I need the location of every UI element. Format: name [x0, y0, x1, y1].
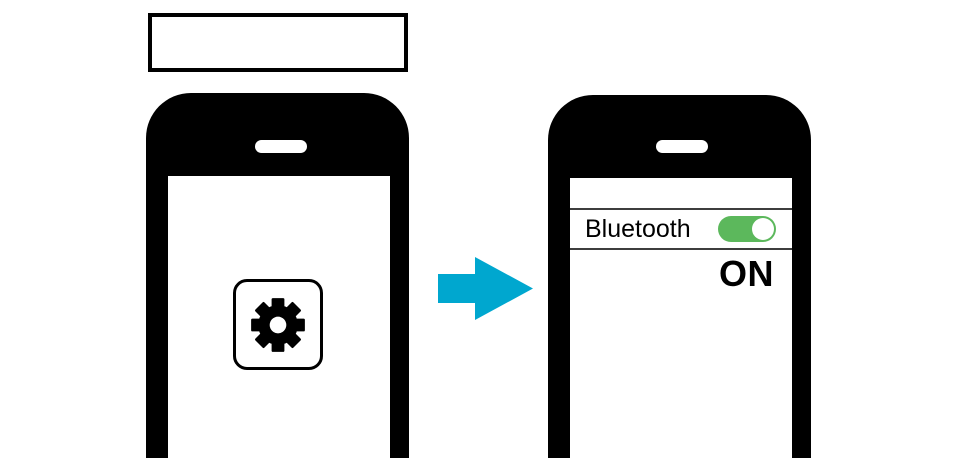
bluetooth-row: Bluetooth	[570, 210, 792, 248]
gear-icon	[246, 293, 310, 357]
settings-app-icon[interactable]	[233, 279, 323, 370]
divider-line	[570, 248, 792, 250]
left-phone	[146, 93, 409, 458]
divider-line	[570, 208, 792, 210]
caption-box	[148, 13, 408, 72]
bluetooth-toggle[interactable]	[718, 216, 776, 242]
speaker-slot-icon	[656, 140, 708, 153]
bluetooth-label: Bluetooth	[585, 214, 691, 243]
speaker-slot-icon	[255, 140, 307, 153]
bluetooth-status-text: ON	[719, 253, 774, 294]
arrow-right-icon	[438, 257, 533, 320]
left-phone-screen	[168, 176, 390, 458]
toggle-knob	[752, 218, 774, 240]
right-phone: Bluetooth ON	[548, 95, 811, 458]
right-phone-screen: Bluetooth ON	[570, 178, 792, 458]
